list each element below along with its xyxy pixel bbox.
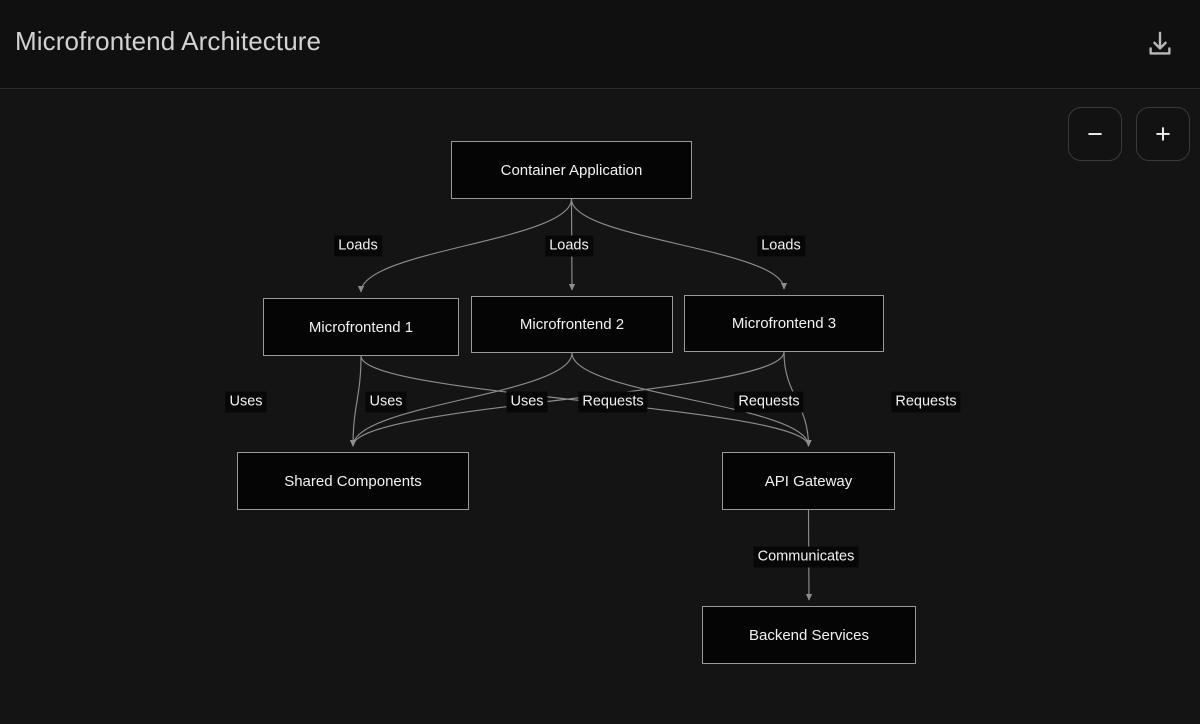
edge-mf1-to-shared: [349, 355, 362, 447]
edge-label-requests: Requests: [734, 391, 804, 413]
node-mf3[interactable]: Microfrontend 3: [684, 295, 884, 352]
edge-label-loads: Loads: [334, 235, 382, 257]
edge-label-uses: Uses: [225, 391, 267, 413]
plus-icon: +: [1155, 118, 1171, 149]
node-label: Microfrontend 2: [519, 316, 625, 333]
node-label: Microfrontend 3: [731, 315, 837, 332]
edge-label-communicates: Communicates: [753, 546, 859, 568]
zoom-out-button[interactable]: −: [1068, 107, 1122, 161]
page-title: Microfrontend Architecture: [15, 26, 322, 56]
download-icon: [1149, 31, 1171, 55]
app-header: Microfrontend Architecture: [0, 0, 1200, 89]
node-label: API Gateway: [764, 472, 853, 490]
node-mf1[interactable]: Microfrontend 1: [263, 298, 459, 356]
node-mf2[interactable]: Microfrontend 2: [471, 296, 673, 353]
edge-mf2-to-shared: [349, 352, 573, 447]
edge-mf2-to-gateway: [571, 352, 812, 447]
edge-label-uses: Uses: [365, 391, 407, 413]
node-label: Microfrontend 1: [308, 318, 414, 336]
edge-label-loads: Loads: [757, 235, 805, 257]
zoom-in-button[interactable]: +: [1136, 107, 1190, 161]
download-button[interactable]: [1138, 22, 1182, 66]
edge-label-uses: Uses: [506, 391, 548, 413]
node-container[interactable]: Container Application: [451, 141, 692, 199]
node-label: Shared Components: [284, 472, 422, 490]
minus-icon: −: [1087, 118, 1103, 149]
edge-container-to-mf1: [357, 198, 573, 293]
node-backend[interactable]: Backend Services: [702, 606, 916, 664]
edge-label-loads: Loads: [545, 235, 593, 257]
node-label: Backend Services: [748, 626, 870, 644]
edge-label-requests: Requests: [891, 391, 961, 413]
edge-container-to-mf3: [570, 198, 788, 290]
node-label: Container Application: [500, 161, 643, 179]
node-gateway[interactable]: API Gateway: [722, 452, 895, 510]
edge-label-requests: Requests: [578, 391, 648, 413]
node-shared[interactable]: Shared Components: [237, 452, 469, 510]
